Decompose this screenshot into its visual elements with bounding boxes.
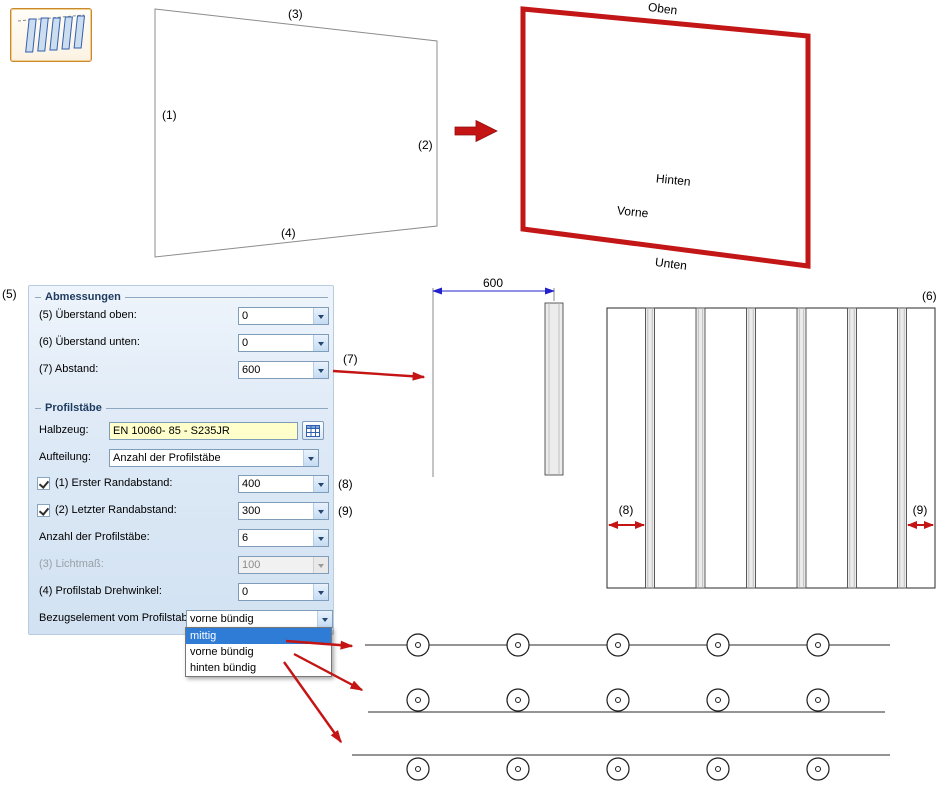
chevron-down-icon[interactable]: [313, 503, 328, 519]
transform-arrow: [454, 119, 498, 143]
chevron-down-icon[interactable]: [313, 362, 328, 378]
table-icon: [306, 424, 320, 437]
halbzeug-label: Halbzeug:: [39, 424, 89, 436]
callout-5: (5): [2, 287, 17, 301]
row-vorne-buendig: [368, 688, 885, 713]
bezugselement-dropdown-list: mittig vorne bündig hinten bündig: [185, 627, 332, 677]
plane-label-left: (1): [162, 108, 177, 122]
dropdown-item-mittig[interactable]: mittig: [186, 628, 331, 644]
abstand-combo[interactable]: 600: [238, 361, 329, 379]
plane-label-top: (3): [288, 7, 303, 21]
group-profilstaebe-title: Profilstäbe: [45, 402, 102, 414]
alignment-options-diagram: [352, 633, 890, 781]
group-line: [124, 296, 328, 298]
bezugselement-combo[interactable]: vorne bündig: [186, 610, 333, 628]
group-line: [105, 407, 328, 409]
abstand-label: (7) Abstand:: [39, 363, 99, 375]
letzter-randabstand-checkbox[interactable]: [37, 504, 50, 517]
profile-bar: [796, 307, 807, 589]
ueberstand-oben-label: (5) Überstand oben:: [39, 309, 137, 321]
drehwinkel-label: (4) Profilstab Drehwinkel:: [39, 585, 162, 597]
aufteilung-label: Aufteilung:: [39, 451, 91, 463]
vorne-label: Vorne: [616, 203, 649, 220]
abstand-arrow: [332, 369, 426, 381]
railing-icon: [17, 14, 86, 53]
profile-bar: [847, 307, 857, 589]
row-mittig: [365, 633, 890, 657]
anzahl-profilstaebe-label: Anzahl der Profilstäbe:: [39, 531, 150, 543]
profile-bar: [897, 307, 907, 589]
ueberstand-unten-combo[interactable]: 0: [238, 334, 329, 352]
letzter-randabstand-label: (2) Letzter Randabstand:: [55, 504, 177, 516]
callout-8: (8): [338, 477, 353, 491]
first-edge-distance-callout: (8): [619, 503, 634, 517]
bezugselement-value: vorne bündig: [190, 613, 254, 625]
chevron-down-icon: [313, 557, 328, 573]
ueberstand-oben-value: 0: [242, 310, 249, 322]
group-profilstaebe-header: Profilstäbe: [35, 402, 328, 414]
group-line: [35, 407, 41, 409]
railing-thumbnail[interactable]: [10, 8, 92, 62]
last-edge-distance-callout: (9): [913, 503, 928, 517]
lichtmass-combo: 100: [238, 556, 329, 574]
erster-randabstand-label: (1) Erster Randabstand:: [55, 477, 173, 489]
letzter-randabstand-value: 300: [242, 505, 261, 517]
halbzeug-catalog-button[interactable]: [302, 421, 324, 440]
unten-label: Unten: [654, 255, 687, 273]
group-abmessungen-title: Abmessungen: [45, 291, 121, 303]
profile-bar: [645, 307, 655, 589]
dimension-600-label: 600: [483, 276, 503, 290]
lichtmass-label: (3) Lichtmaß:: [39, 558, 104, 570]
chevron-down-icon[interactable]: [317, 611, 332, 627]
dropdown-item-vorne-buendig[interactable]: vorne bündig: [190, 646, 254, 658]
drehwinkel-combo[interactable]: 0: [238, 583, 329, 601]
anzahl-profilstaebe-combo[interactable]: 6: [238, 529, 329, 547]
aufteilung-combo[interactable]: Anzahl der Profilstäbe: [109, 449, 319, 467]
chevron-down-icon[interactable]: [313, 308, 328, 324]
spacing-dimension-diagram: 600: [432, 276, 564, 477]
bars-panel-diagram: (6) (8) (9): [606, 289, 937, 589]
ueberstand-oben-combo[interactable]: 0: [238, 307, 329, 325]
drehwinkel-value: 0: [242, 586, 249, 598]
ueberstand-unten-label: (6) Überstand unten:: [39, 336, 140, 348]
abstand-value: 600: [242, 364, 261, 376]
group-line: [35, 296, 41, 298]
oriented-plane: Oben Hinten Vorne Unten: [520, 0, 811, 273]
anzahl-profilstaebe-value: 6: [242, 532, 249, 544]
profile-post: [544, 302, 564, 476]
hinten-label: Hinten: [655, 171, 691, 189]
erster-randabstand-checkbox[interactable]: [37, 477, 50, 490]
chevron-down-icon[interactable]: [313, 530, 328, 546]
row-hinten-buendig: [352, 754, 890, 781]
profile-bar: [746, 307, 756, 589]
chevron-down-icon[interactable]: [303, 450, 318, 466]
parameters-panel: Abmessungen (5) Überstand oben: 0 (6) Üb…: [28, 285, 334, 635]
aufteilung-value: Anzahl der Profilstäbe: [113, 452, 221, 464]
chevron-down-icon[interactable]: [313, 335, 328, 351]
callout-6: (6): [922, 289, 937, 303]
oben-label: Oben: [647, 0, 678, 17]
lichtmass-value: 100: [242, 559, 261, 571]
chevron-down-icon[interactable]: [313, 476, 328, 492]
callout-9: (9): [338, 504, 353, 518]
bezugselement-label: Bezugselement vom Profilstab:: [39, 612, 191, 624]
chevron-down-icon[interactable]: [313, 584, 328, 600]
plane-sketch: (3) (1) (2) (4): [154, 7, 438, 258]
letzter-randabstand-combo[interactable]: 300: [238, 502, 329, 520]
profile-bar: [695, 307, 706, 589]
callout-7: (7): [343, 352, 358, 366]
ueberstand-unten-value: 0: [242, 337, 249, 349]
group-abmessungen-header: Abmessungen: [35, 291, 328, 303]
erster-randabstand-value: 400: [242, 478, 261, 490]
halbzeug-field[interactable]: EN 10060- 85 - S235JR: [109, 422, 298, 440]
plane-label-bottom: (4): [281, 226, 296, 240]
dropdown-item-hinten-buendig[interactable]: hinten bündig: [190, 662, 257, 674]
plane-label-right: (2): [418, 138, 433, 152]
erster-randabstand-combo[interactable]: 400: [238, 475, 329, 493]
